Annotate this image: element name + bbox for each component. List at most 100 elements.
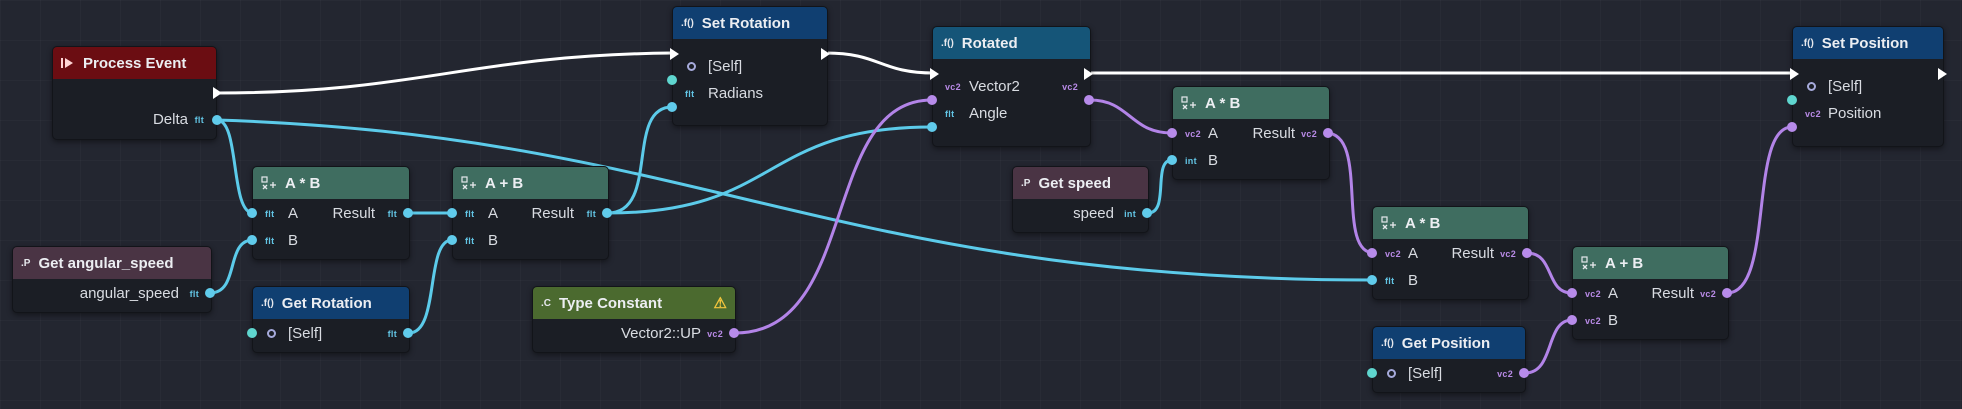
node-header[interactable]: Process Event xyxy=(53,47,216,79)
vector-wire[interactable] xyxy=(1726,125,1793,295)
get-angular-speed-node[interactable]: .P Get angular_speed angular_speed flt xyxy=(12,246,215,313)
type-label: flt xyxy=(265,209,275,219)
function-icon: .f() xyxy=(261,297,274,309)
position-output-port[interactable] xyxy=(1519,368,1529,378)
add-node[interactable]: A + B flt A Result flt flt B xyxy=(447,166,612,260)
function-icon: .f() xyxy=(681,17,694,29)
warning-icon[interactable]: ⚠ xyxy=(713,295,727,312)
exec-output-port[interactable] xyxy=(1084,68,1093,80)
node-header[interactable]: A + B xyxy=(1573,247,1728,279)
float-wire[interactable] xyxy=(216,118,254,215)
rotated-node[interactable]: .f() Rotated vc2 Vector2 vc2 flt Angle xyxy=(927,26,1094,147)
multiply-node[interactable]: A * B vc2 A Result vc2 flt B xyxy=(1367,206,1532,300)
operator-icon xyxy=(261,176,276,190)
a-input-port[interactable] xyxy=(447,208,457,218)
node-header[interactable]: .f() Get Position xyxy=(1373,327,1525,359)
float-wire[interactable] xyxy=(1147,158,1173,215)
self-input-port[interactable] xyxy=(667,75,677,85)
result-output-port[interactable] xyxy=(1323,128,1333,138)
self-input-port[interactable] xyxy=(1367,368,1377,378)
result-output-port[interactable] xyxy=(1722,288,1732,298)
exec-wire[interactable] xyxy=(825,51,935,75)
type-label: vc2 xyxy=(1500,249,1516,259)
node-header[interactable]: A + B xyxy=(453,167,608,199)
node-header[interactable]: .C Type Constant ⚠ xyxy=(533,287,735,319)
node-header[interactable]: .f() Get Rotation xyxy=(253,287,409,319)
node-title: Get speed xyxy=(1038,174,1111,192)
float-wire[interactable] xyxy=(209,238,254,295)
exec-output-port[interactable] xyxy=(213,87,222,99)
radians-input-port[interactable] xyxy=(667,102,677,112)
vector-wire[interactable] xyxy=(1325,131,1375,255)
type-label: flt xyxy=(945,109,955,119)
type-label: flt xyxy=(586,209,596,219)
result-output-port[interactable] xyxy=(1522,248,1532,258)
function-icon: .f() xyxy=(1801,37,1814,49)
a-input-port[interactable] xyxy=(1167,128,1177,138)
node-header[interactable]: .f() Set Position xyxy=(1793,27,1943,59)
b-label: B xyxy=(1208,152,1219,169)
float-wire[interactable] xyxy=(607,125,933,215)
type-label: vc2 xyxy=(1185,129,1201,139)
a-input-port[interactable] xyxy=(1567,288,1577,298)
position-input-port[interactable] xyxy=(1787,122,1797,132)
type-constant-node[interactable]: .C Type Constant ⚠ Vector2::UP vc2 xyxy=(532,286,739,353)
b-input-port[interactable] xyxy=(1367,275,1377,285)
type-label: vc2 xyxy=(1385,249,1401,259)
node-header[interactable]: A * B xyxy=(1173,87,1329,119)
exec-input-port[interactable] xyxy=(670,48,679,60)
node-header[interactable]: A * B xyxy=(253,167,409,199)
exec-output-port[interactable] xyxy=(1938,68,1947,80)
exec-wire[interactable] xyxy=(215,51,673,95)
result-output-port[interactable] xyxy=(602,208,612,218)
node-header[interactable]: .f() Rotated xyxy=(933,27,1090,59)
constant-output-port[interactable] xyxy=(729,328,739,338)
b-label: B xyxy=(1408,272,1419,289)
get-rotation-node[interactable]: .f() Get Rotation [Self] flt xyxy=(247,286,413,353)
angle-input-port[interactable] xyxy=(927,122,937,132)
vector-wire[interactable] xyxy=(1089,98,1173,135)
self-input-port[interactable] xyxy=(1787,95,1797,105)
get-speed-node[interactable]: .P Get speed speed int xyxy=(1012,166,1152,233)
position-label: Position xyxy=(1828,105,1882,122)
angular-speed-output-port[interactable] xyxy=(205,288,215,298)
exec-output-port[interactable] xyxy=(821,48,830,60)
speed-output-port[interactable] xyxy=(1142,208,1152,218)
type-label: flt xyxy=(465,236,475,246)
b-input-port[interactable] xyxy=(1567,315,1577,325)
float-wire[interactable] xyxy=(607,105,673,215)
type-label: vc2 xyxy=(1062,82,1078,92)
float-wire[interactable] xyxy=(408,238,453,335)
multiply-node[interactable]: A * B vc2 A Result vc2 int B xyxy=(1167,86,1333,180)
node-header[interactable]: .f() Set Rotation xyxy=(673,7,827,39)
vector-input-port[interactable] xyxy=(927,95,937,105)
vector-wire[interactable] xyxy=(1526,251,1573,295)
node-header[interactable]: .P Get speed xyxy=(1013,167,1148,199)
exec-input-port[interactable] xyxy=(930,68,939,80)
property-icon: .P xyxy=(21,257,31,269)
set-rotation-node[interactable]: .f() Set Rotation [Self] flt Radians xyxy=(667,6,830,126)
b-input-port[interactable] xyxy=(447,235,457,245)
b-input-port[interactable] xyxy=(1167,155,1177,165)
vector-wire[interactable] xyxy=(1524,318,1573,375)
self-input-port[interactable] xyxy=(247,328,257,338)
a-input-port[interactable] xyxy=(247,208,257,218)
node-title: A + B xyxy=(485,174,524,192)
vector-wire[interactable] xyxy=(734,98,933,335)
rotation-output-port[interactable] xyxy=(403,328,413,338)
exec-input-port[interactable] xyxy=(1790,68,1799,80)
result-output-port[interactable] xyxy=(1084,95,1094,105)
process-event-node[interactable]: Process Event Delta flt xyxy=(52,46,222,140)
add-node[interactable]: A + B vc2 A Result vc2 vc2 B xyxy=(1567,246,1732,340)
node-header[interactable]: .P Get angular_speed xyxy=(13,247,211,279)
node-header[interactable]: A * B xyxy=(1373,207,1528,239)
delta-output-port[interactable] xyxy=(212,115,222,125)
result-output-port[interactable] xyxy=(403,208,413,218)
a-input-port[interactable] xyxy=(1367,248,1377,258)
get-position-node[interactable]: .f() Get Position [Self] vc2 xyxy=(1367,326,1529,393)
b-input-port[interactable] xyxy=(247,235,257,245)
multiply-node[interactable]: A * B flt A Result flt flt B xyxy=(247,166,413,260)
self-label: [Self] xyxy=(708,58,743,75)
set-position-node[interactable]: .f() Set Position [Self] vc2 Position xyxy=(1787,26,1947,147)
